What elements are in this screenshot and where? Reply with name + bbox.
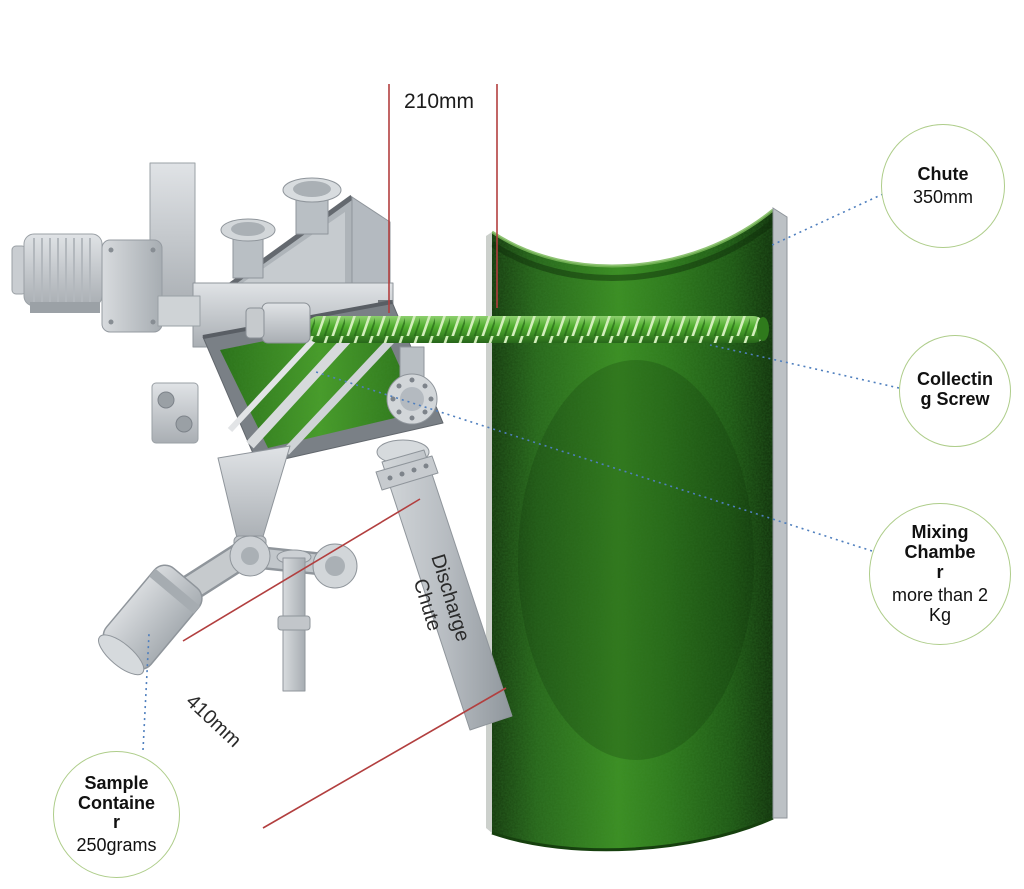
funnel bbox=[217, 445, 291, 543]
callout-mixing-chamber-title: Mixing Chamber bbox=[904, 522, 976, 582]
callout-collecting-screw-title: Collecting Screw bbox=[917, 369, 994, 409]
callout-mixing-chamber-value: more than 2 Kg bbox=[891, 584, 989, 625]
gearbox bbox=[101, 239, 201, 333]
chute-bottom-edge bbox=[491, 816, 774, 852]
chute-wall-right bbox=[772, 207, 788, 819]
callout-chute-value: 350mm bbox=[912, 186, 974, 207]
screw-coupler-collar bbox=[245, 307, 265, 339]
sampler-machine bbox=[11, 162, 513, 731]
collecting-screw-spiral bbox=[306, 316, 766, 343]
chute-rim-highlight bbox=[491, 208, 774, 268]
callout-sample-container: Sample Container 250grams bbox=[53, 751, 180, 878]
leader-mixing-chamber bbox=[312, 370, 873, 552]
chute-cylinder bbox=[486, 207, 788, 852]
hopper-inlet-1 bbox=[220, 218, 276, 279]
chute-cylinder-texture bbox=[492, 210, 773, 850]
chute-rim-shadow bbox=[490, 219, 775, 281]
measure-410-line bbox=[182, 498, 421, 642]
support-piping bbox=[229, 535, 358, 692]
leader-sample-container bbox=[142, 633, 150, 751]
outlet-flange bbox=[386, 346, 438, 425]
collecting-screw bbox=[245, 302, 769, 344]
callout-chute-title: Chute bbox=[917, 164, 969, 185]
sample-container-body bbox=[98, 564, 203, 676]
dimension-210mm-label: 210mm bbox=[403, 90, 475, 113]
collecting-screw-tip bbox=[757, 317, 769, 341]
screw-coupler bbox=[261, 302, 311, 344]
callout-sample-container-value: 250grams bbox=[76, 835, 157, 856]
leader-collecting-screw bbox=[709, 344, 900, 389]
junction-box bbox=[151, 382, 199, 444]
leader-chute bbox=[769, 193, 884, 247]
callout-collecting-screw: Collecting Screw bbox=[899, 335, 1011, 447]
discharge-chute-flange bbox=[375, 455, 439, 491]
callout-mixing-chamber: Mixing Chamber more than 2 Kg bbox=[869, 503, 1011, 645]
leader-lines bbox=[142, 193, 900, 751]
motor bbox=[11, 233, 103, 313]
chute-inner-shadow bbox=[518, 360, 754, 760]
hopper-inlet-2 bbox=[282, 177, 342, 235]
hopper-inner bbox=[212, 212, 345, 304]
callout-chute: Chute 350mm bbox=[881, 124, 1005, 248]
discharge-chute-tube bbox=[375, 439, 513, 731]
motor-fins bbox=[33, 238, 91, 302]
measure-bottom-line bbox=[262, 687, 507, 829]
measurement-lines bbox=[182, 84, 507, 829]
callout-sample-container-title: Sample Container bbox=[77, 772, 155, 833]
